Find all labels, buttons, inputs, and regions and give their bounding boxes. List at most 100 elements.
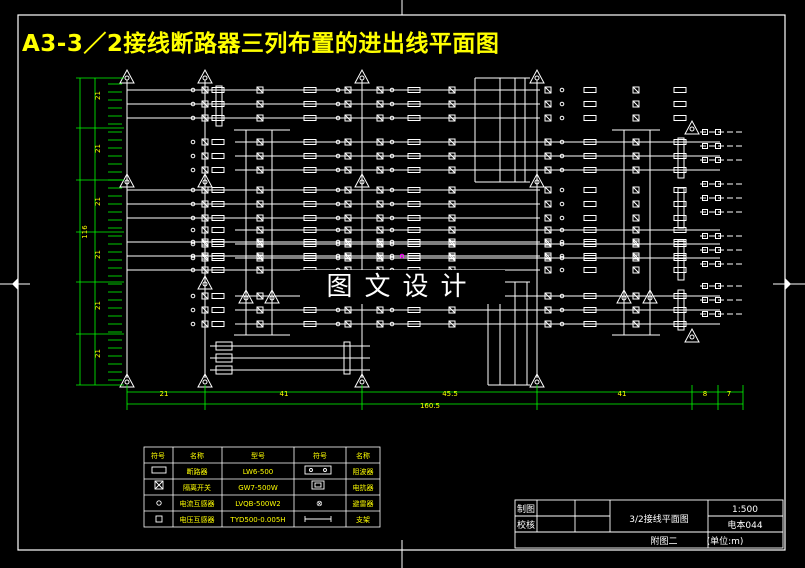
ct-symbol <box>389 321 395 327</box>
ct-symbol <box>559 255 565 261</box>
disconnector-symbol <box>256 226 264 234</box>
tower-symbol <box>354 68 370 84</box>
tower-mark <box>269 295 275 301</box>
breaker-symbol <box>211 101 225 107</box>
disconnector-symbol <box>448 306 456 314</box>
ct-symbol <box>190 307 196 313</box>
disconnector-mark <box>201 320 209 328</box>
disconnector-mark <box>544 100 552 108</box>
equipment-symbols <box>190 85 721 375</box>
breaker-symbol <box>583 255 597 261</box>
dim-bottom-1: 21 <box>160 390 169 398</box>
disconnector-mark <box>376 166 384 174</box>
tower-mark <box>202 179 208 185</box>
dim-bottom-4: 41 <box>618 390 627 398</box>
marker-point <box>399 253 405 259</box>
ct-symbol <box>559 101 565 107</box>
breaker-symbol <box>407 101 421 107</box>
disconnector-mark <box>201 252 209 260</box>
ct-symbol <box>559 115 565 121</box>
disconnector-symbol <box>448 186 456 194</box>
ct-symbol <box>559 253 565 259</box>
ct-symbol <box>389 139 395 145</box>
breaker-symbol <box>583 153 597 159</box>
tower-mark <box>534 179 540 185</box>
wavetrap-symbol <box>677 187 685 229</box>
disconnector-mark <box>256 100 264 108</box>
ct-symbol <box>335 87 341 93</box>
vt-symbol <box>702 283 708 289</box>
busbars <box>127 89 745 371</box>
disconnector-mark <box>344 240 352 248</box>
breaker-symbol <box>673 115 687 121</box>
title-block-scale: 1:500 <box>732 505 758 515</box>
tower-mark <box>534 75 540 81</box>
breaker-symbol <box>407 227 421 233</box>
vt-legend-icon <box>155 515 163 523</box>
disconnector-mark <box>201 200 209 208</box>
ct-symbol <box>389 255 395 261</box>
dim-left-1: 21 <box>94 91 102 100</box>
disconnector-mark <box>376 254 384 262</box>
ct-symbol <box>190 255 196 261</box>
vt-symbol <box>715 143 721 149</box>
vt-symbol <box>715 157 721 163</box>
disconnector-symbol <box>448 240 456 248</box>
disconnector-mark <box>256 200 264 208</box>
legend-name2-2: 电抗器 <box>353 483 374 492</box>
breaker-symbol <box>211 307 225 313</box>
breaker-symbol <box>211 321 225 327</box>
disconnector-mark <box>376 306 384 314</box>
dim-bottom-5: 8 <box>703 390 707 398</box>
disconnector-mark <box>448 138 456 146</box>
disconnector-mark <box>632 86 640 94</box>
reactor-symbol <box>215 365 233 375</box>
disconnector-mark <box>201 186 209 194</box>
ct-symbol <box>335 115 341 121</box>
disconnector-mark <box>544 200 552 208</box>
disconnector-mark <box>344 214 352 222</box>
disconnector-mark <box>201 100 209 108</box>
ct-symbol <box>389 227 395 233</box>
wavetrap-symbol <box>677 289 685 331</box>
disconnector-symbol <box>544 152 552 160</box>
breaker-symbol <box>303 215 317 221</box>
disconnector-mark <box>544 152 552 160</box>
wavetrap-legend-icon <box>304 465 332 475</box>
disconnector-mark <box>256 214 264 222</box>
disconnector-symbol <box>376 226 384 234</box>
vt-symbol <box>715 209 721 215</box>
breaker-symbol <box>303 227 317 233</box>
vt-symbol <box>702 129 708 135</box>
legend-name2-4: 支架 <box>356 515 370 524</box>
disconnector-symbol <box>632 152 640 160</box>
breaker-symbol <box>407 321 421 327</box>
legend-name2-3: 避雷器 <box>353 499 374 508</box>
disconnector-mark <box>201 240 209 248</box>
disconnector-mark <box>344 138 352 146</box>
disconnector-mark <box>632 320 640 328</box>
disconnector-symbol <box>256 214 264 222</box>
vt-symbol <box>702 143 708 149</box>
disconnector-mark <box>632 138 640 146</box>
disconnector-mark <box>632 240 640 248</box>
tower-symbol <box>197 172 213 188</box>
dimension-labels: 21 41 45.5 41 8 7 160.5 116 21 21 21 21 … <box>81 91 731 410</box>
ct-symbol <box>559 293 565 299</box>
dim-total: 160.5 <box>420 402 440 410</box>
tower-symbol <box>354 172 370 188</box>
breaker-symbol <box>211 87 225 93</box>
ct-symbol <box>335 321 341 327</box>
disconnector-symbol <box>544 240 552 248</box>
disconnector-mark <box>632 114 640 122</box>
disconnector-mark <box>376 320 384 328</box>
disconnector-mark <box>201 238 209 246</box>
ct-symbol <box>559 201 565 207</box>
breaker-symbol <box>407 241 421 247</box>
title-block-code: 电本044 <box>727 519 762 531</box>
disconnector-symbol <box>376 114 384 122</box>
disconnector-mark <box>632 226 640 234</box>
breaker-symbol <box>673 321 687 327</box>
disconnector-mark <box>256 138 264 146</box>
